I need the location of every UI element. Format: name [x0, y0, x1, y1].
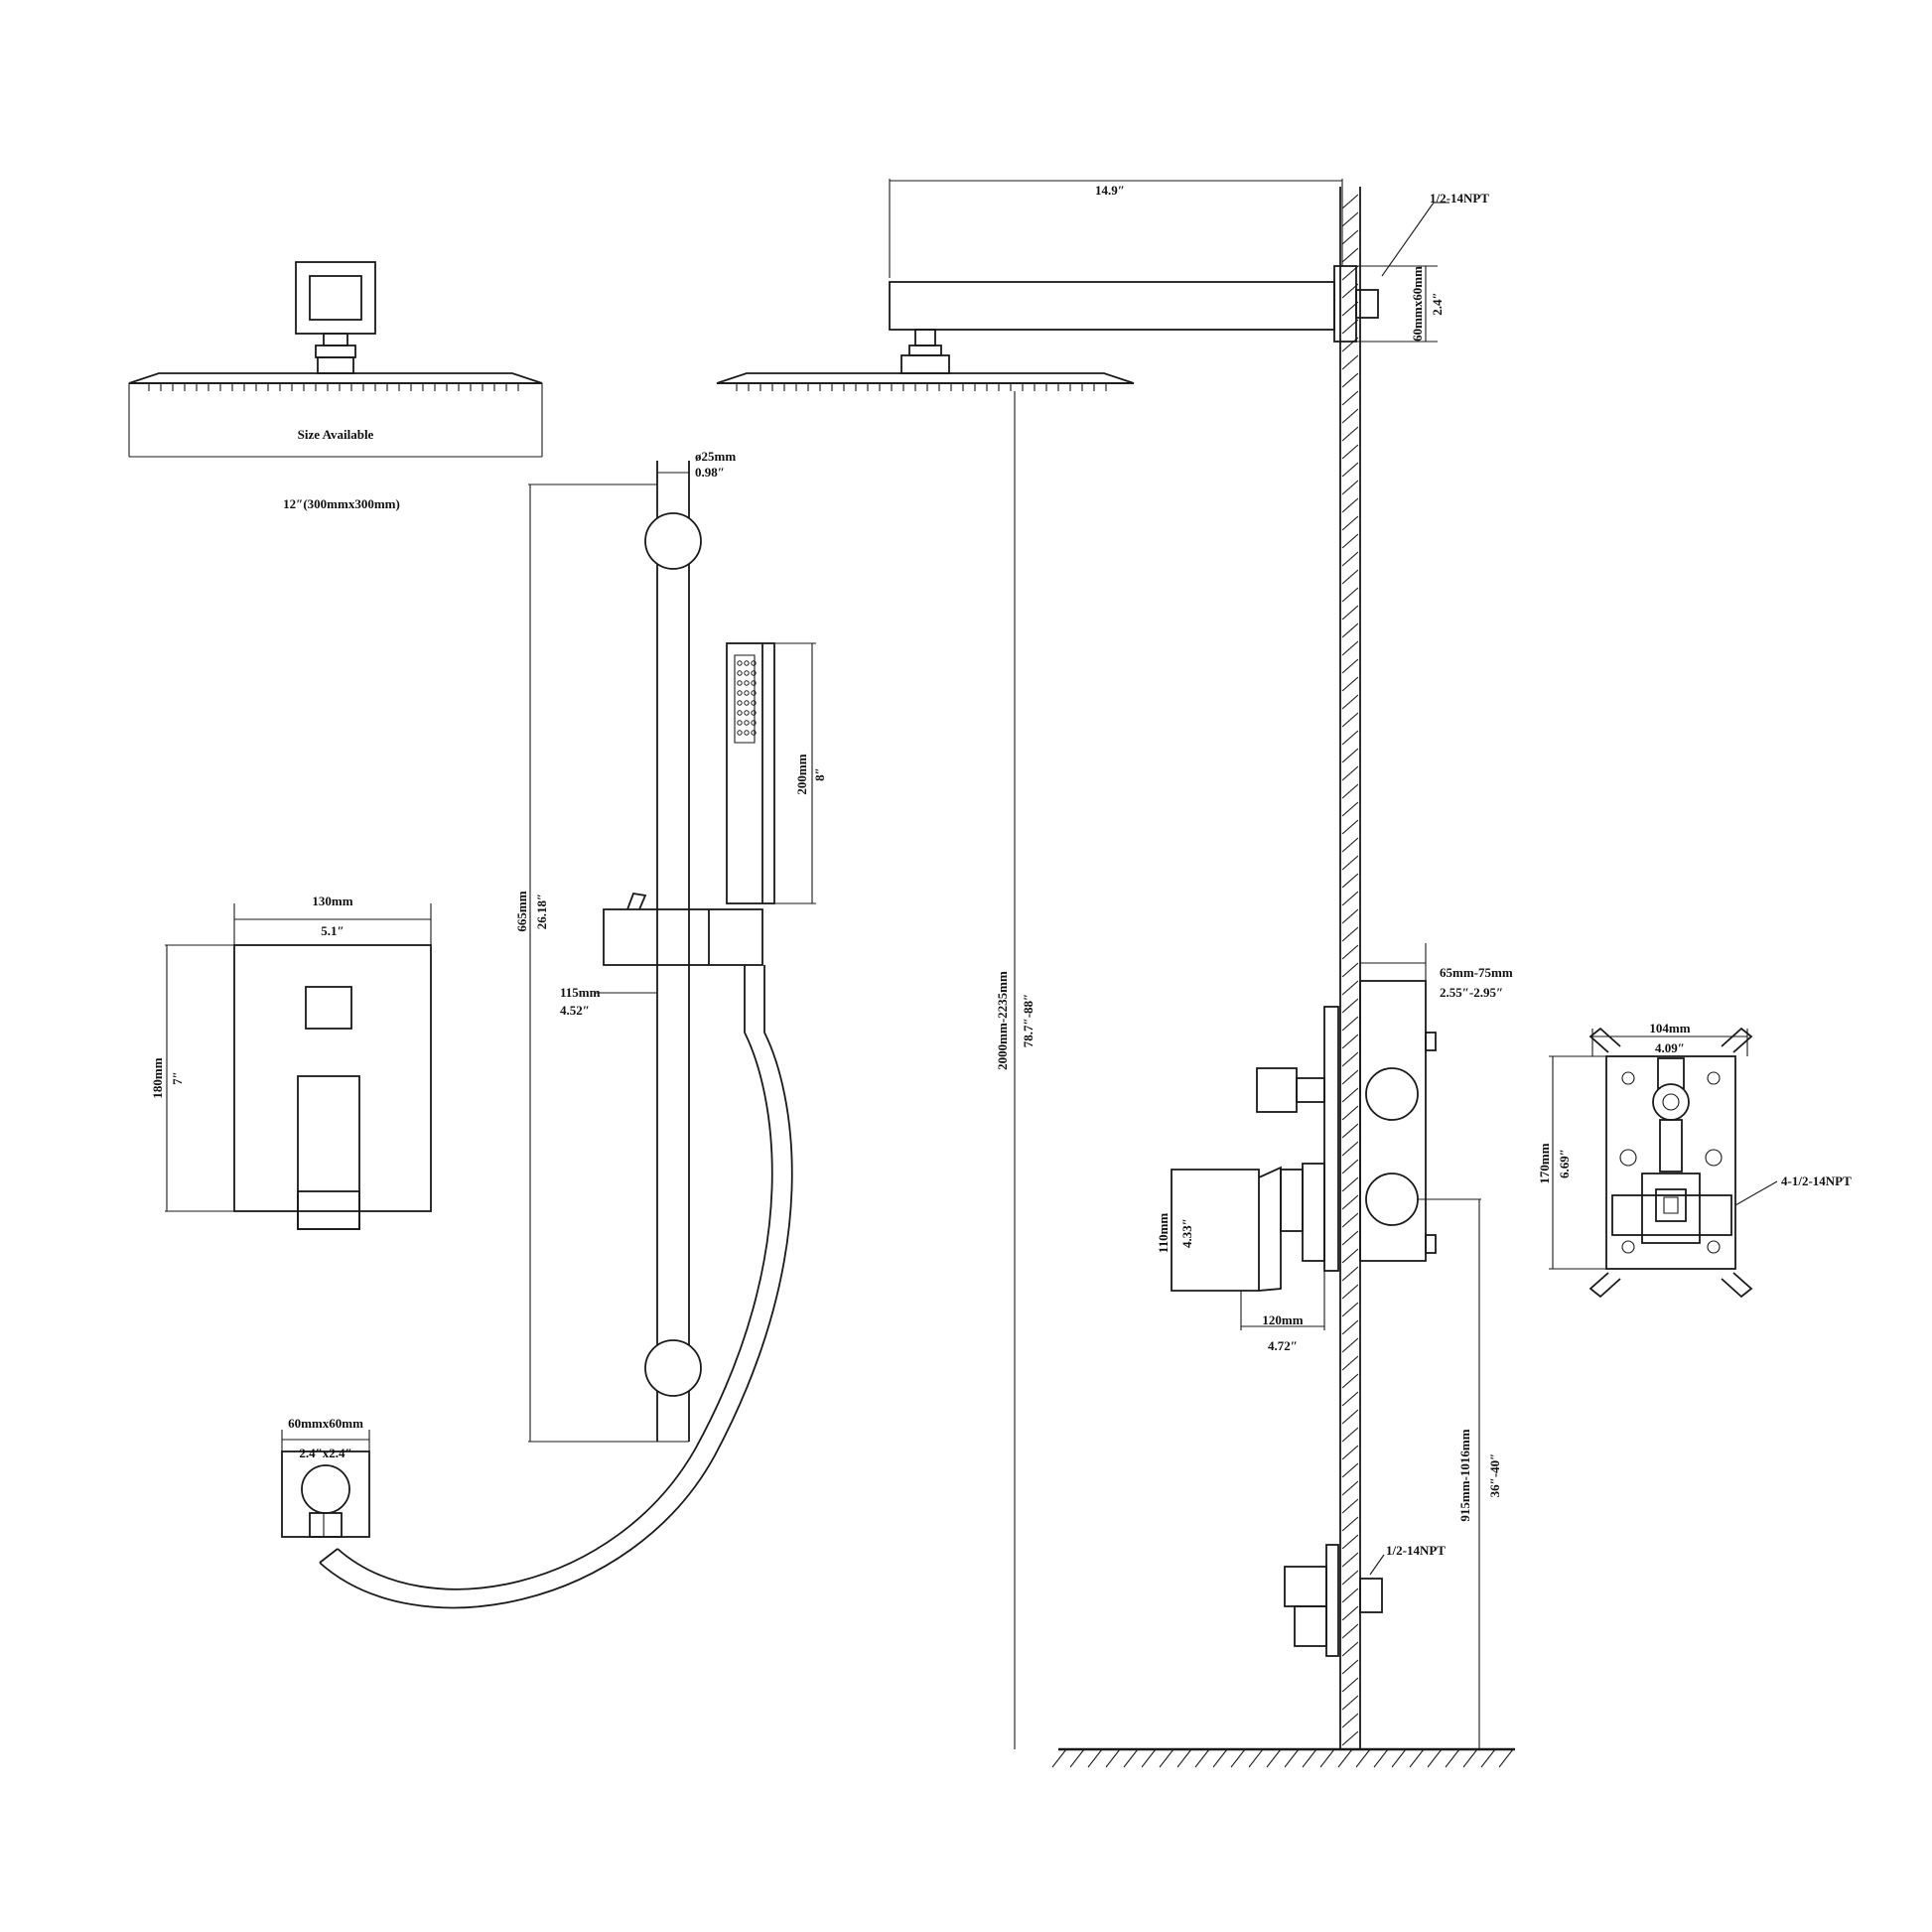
valve-width-in: 4.09″: [1655, 1040, 1685, 1055]
handle-reach-mm: 120mm: [1262, 1312, 1303, 1327]
overhead-shower-front-view: Size Available 12″(300mmx300mm): [128, 261, 543, 511]
overhead-size-label: 12″(300mmx300mm): [283, 496, 400, 511]
handle-height-in: 4.33″: [1179, 1218, 1194, 1248]
handle-reach-in: 4.72″: [1268, 1338, 1298, 1353]
top-wall-bracket: [644, 512, 702, 570]
trim-width-mm: 130mm: [312, 894, 352, 908]
rough-in-valve-body: 104mm 4.09″ 170mm 6.69″ 4-1/2-14NPT: [1537, 1021, 1852, 1299]
shower-height-dimension: 2000mm-2235mm 78.7″-88″: [995, 391, 1035, 1749]
flange-size-mm: 60mmx60mm: [1410, 266, 1425, 342]
bar-length-mm: 665mm: [514, 891, 529, 931]
hand-shower: [726, 642, 775, 904]
valve-height-body-in: 6.69″: [1557, 1149, 1572, 1178]
size-available-caption: Size Available: [298, 427, 374, 442]
shower-height-mm: 2000mm-2235mm: [995, 971, 1010, 1070]
bar-length-in: 26.18″: [534, 894, 549, 929]
bar-diameter-in: 0.98″: [695, 465, 725, 480]
valve-port-upper: [1365, 1067, 1419, 1121]
valve-width-mm: 104mm: [1649, 1021, 1690, 1035]
lower-outlet-side-view: 1/2-14NPT: [1284, 1543, 1446, 1657]
arm-connection-label: 1/2-14NPT: [1430, 191, 1489, 206]
valve-height-body-mm: 170mm: [1537, 1143, 1552, 1183]
valve-depth-in: 2.55″-2.95″: [1440, 985, 1503, 1000]
shower-arm: [889, 281, 1335, 331]
flange-size-in: 2.4″: [1430, 292, 1445, 315]
handle-height-mm: 110mm: [1156, 1213, 1171, 1254]
bar-diameter-mm: ø25mm: [695, 449, 736, 464]
overhead-shower-side-view: 14.9″ 1/2-14NPT 60mmx60mm 2.4″: [716, 179, 1489, 391]
holder-depth-mm: 115mm: [560, 985, 601, 1000]
valve-port-lower: [1365, 1173, 1419, 1226]
shower-height-in: 78.7″-88″: [1021, 994, 1035, 1047]
holder-depth-in: 4.52″: [560, 1003, 590, 1018]
hand-shower-nozzles: [737, 660, 757, 736]
valve-height-in: 36″-40″: [1487, 1453, 1502, 1498]
trim-width-in: 5.1″: [321, 923, 344, 938]
valve-side-view: 65mm-75mm 2.55″-2.95″ 110mm 4.33″ 120mm …: [1156, 943, 1513, 1749]
slider-holder: [603, 908, 763, 966]
trim-height-mm: 180mm: [150, 1057, 165, 1098]
hand-shower-length-in: 8″: [812, 767, 827, 781]
outlet-size-in: 2.4″x2.4″: [299, 1446, 351, 1460]
wall-outlet: 60mmx60mm 2.4″x2.4″: [281, 1416, 370, 1538]
valve-connection-label: 4-1/2-14NPT: [1781, 1173, 1852, 1188]
bottom-wall-bracket: [644, 1339, 702, 1397]
valve-depth-mm: 65mm-75mm: [1440, 965, 1513, 980]
lower-connection-label: 1/2-14NPT: [1386, 1543, 1446, 1558]
arm-length-label: 14.9″: [1095, 183, 1125, 198]
slide-bar-assembly: ø25mm 0.98″ 200mm 8″: [319, 449, 827, 1609]
wall-section: [1339, 187, 1361, 1749]
floor-line: [1051, 1747, 1515, 1768]
valve-height-mm: 915mm-1016mm: [1457, 1429, 1472, 1521]
valve-trim-plate: 130mm 5.1″ 180mm 7″: [150, 894, 432, 1230]
hand-shower-length-mm: 200mm: [794, 754, 809, 794]
outlet-size-mm: 60mmx60mm: [288, 1416, 363, 1431]
trim-height-in: 7″: [170, 1071, 185, 1085]
